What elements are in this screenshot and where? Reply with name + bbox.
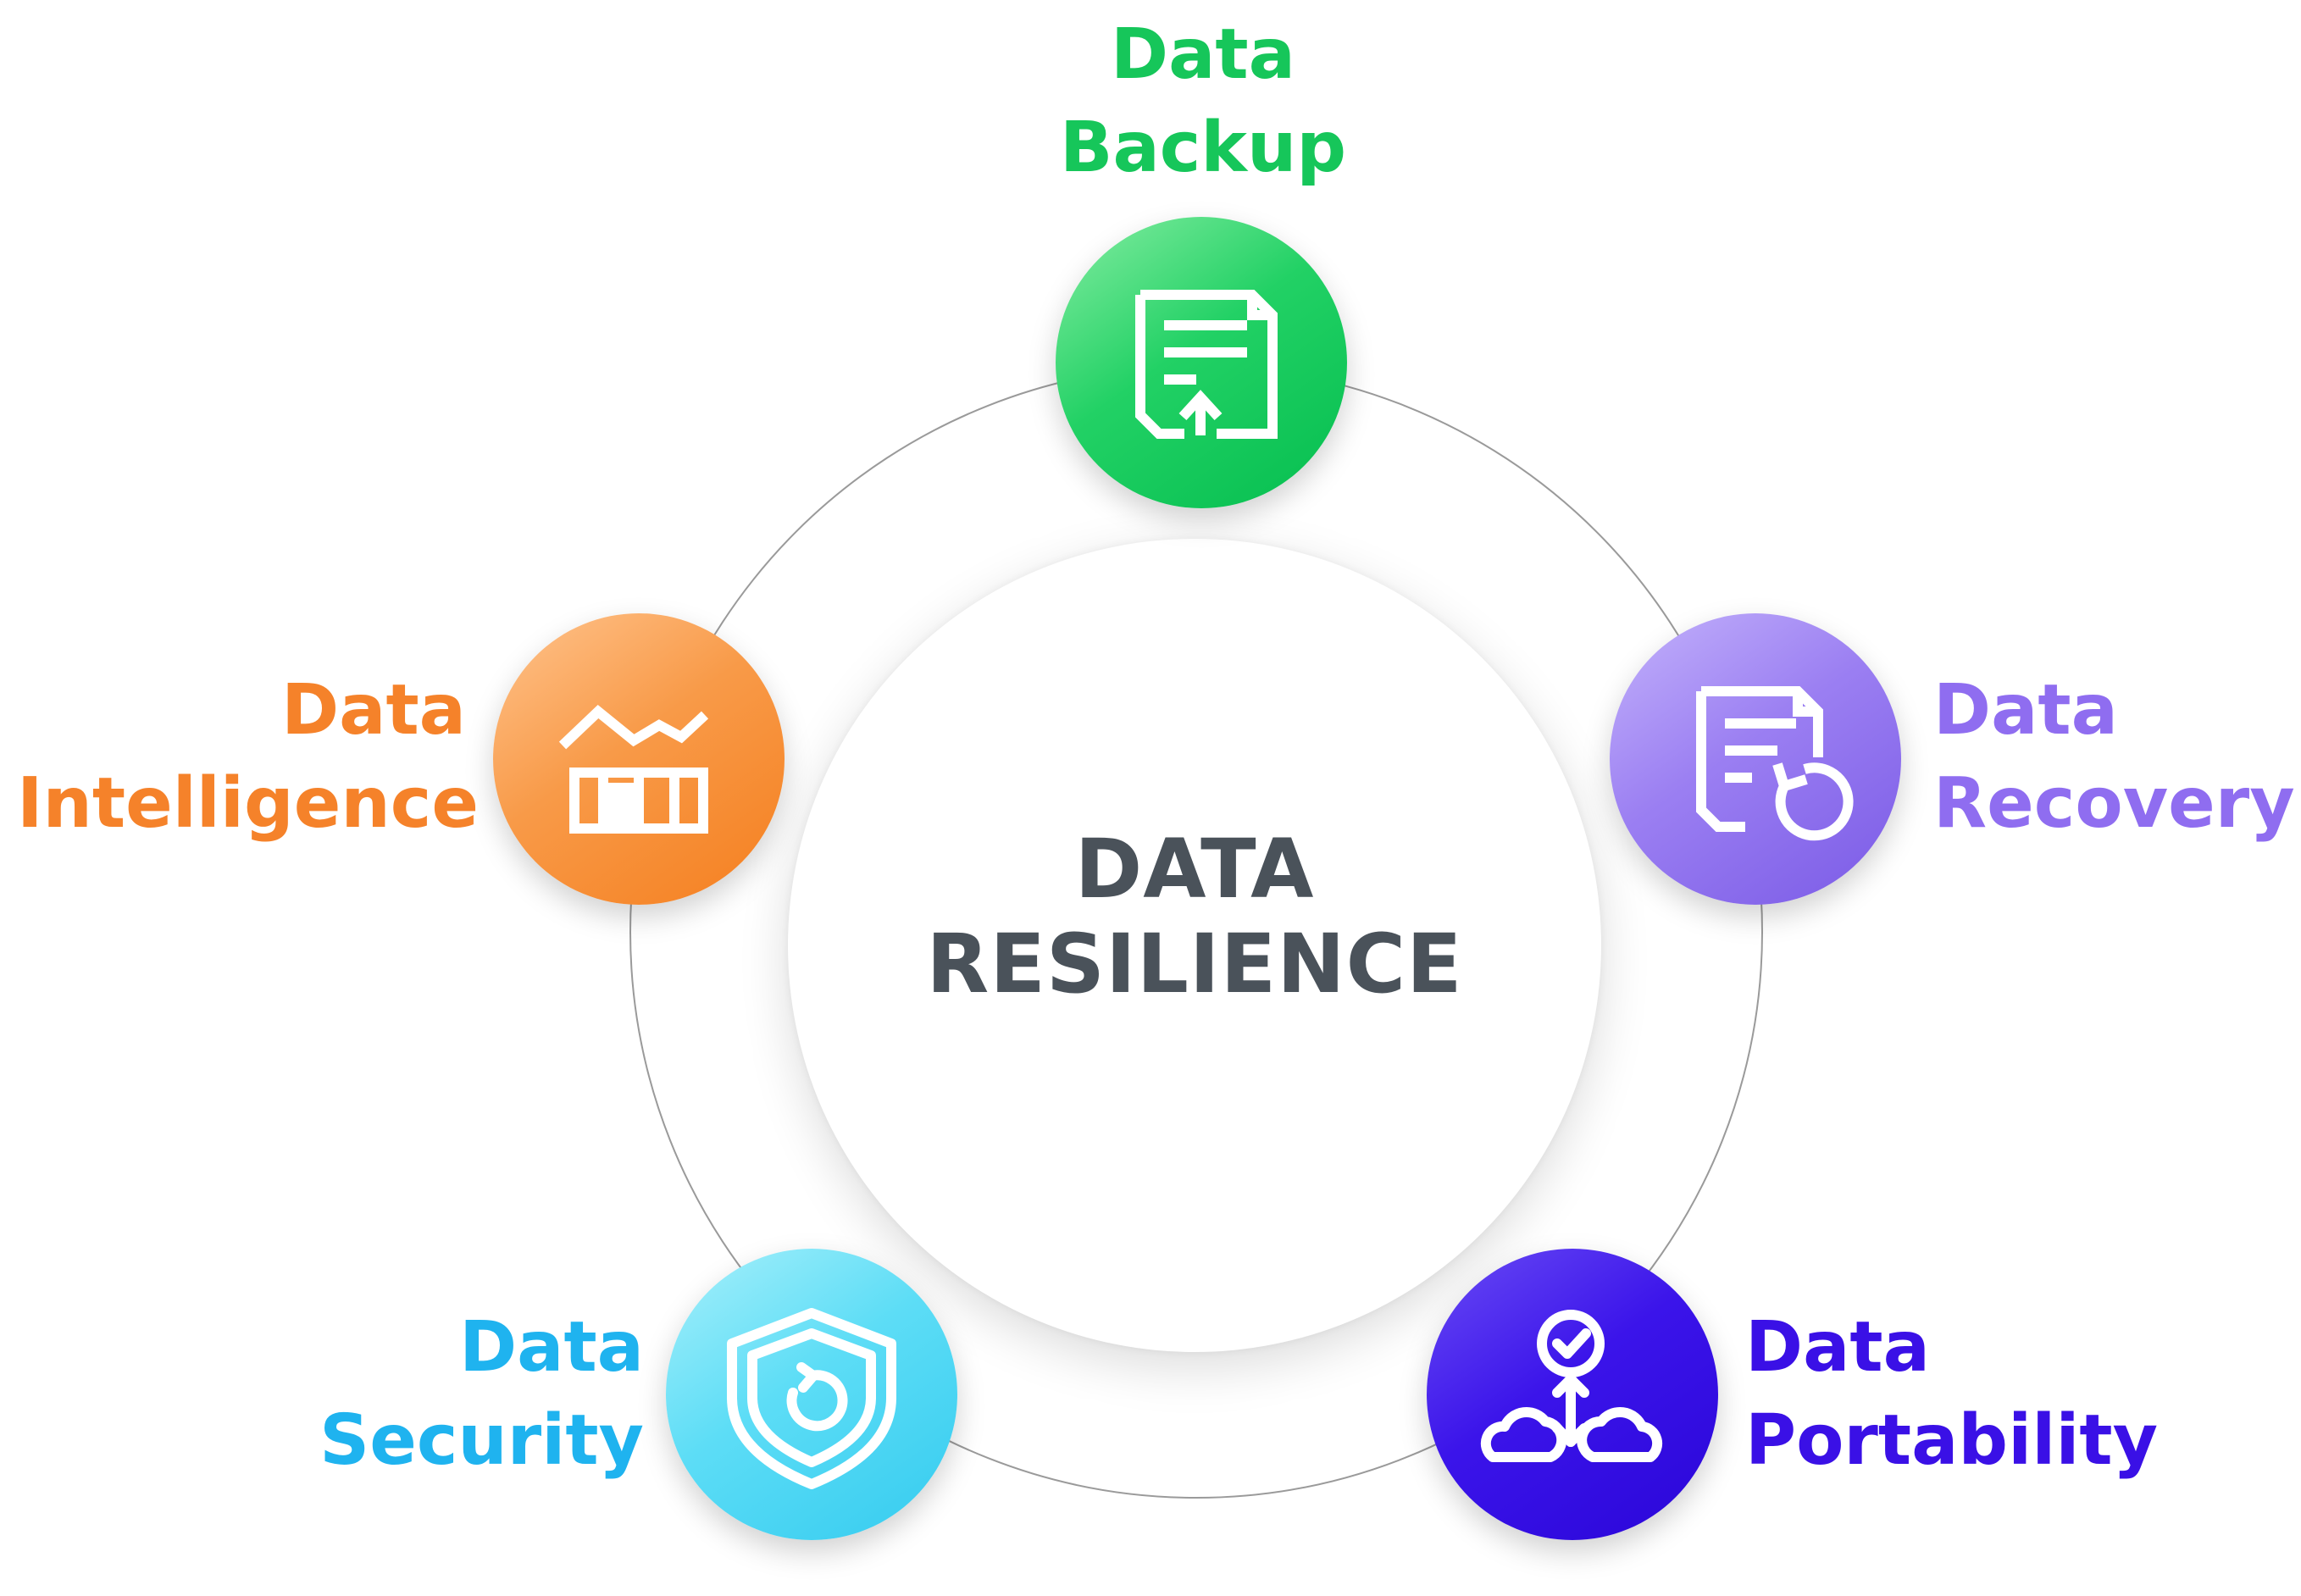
security-label-line1: Data [459,1307,644,1388]
center-disc [788,539,1601,1352]
portability-label: Data Portability [1745,1301,2186,1488]
recovery-label-line2: Recovery [1933,763,2295,844]
intelligence-label-line1: Data [281,670,466,751]
recovery-label-line1: Data [1933,670,2118,751]
backup-label-line1: Data [1111,14,1295,95]
analytics-chart-icon [558,705,709,834]
security-label-line2: Security [319,1400,644,1481]
intelligence-label-line2: Intelligence [17,763,479,844]
shield-restore-icon [727,1308,896,1489]
security-label: Data Security [254,1301,644,1488]
intelligence-label: Data Intelligence [17,664,479,851]
portability-node [1427,1249,1718,1540]
cloud-transfer-icon [1480,1310,1663,1462]
center-title: DATA RESILIENCE [856,822,1533,1011]
security-node [666,1249,957,1540]
center-title-line1: DATA [1074,822,1315,917]
intelligence-node [493,613,785,905]
backup-label-line2: Backup [1059,108,1347,188]
portability-label-line2: Portability [1745,1400,2159,1481]
document-restore-icon [1696,686,1854,841]
center-title-line2: RESILIENCE [926,917,1463,1011]
backup-label: Data Backup [983,8,1423,195]
portability-label-line1: Data [1745,1307,1930,1388]
recovery-label: Data Recovery [1933,664,2295,851]
recovery-node [1610,613,1901,905]
backup-node [1056,217,1347,508]
document-upload-icon [1135,290,1278,439]
